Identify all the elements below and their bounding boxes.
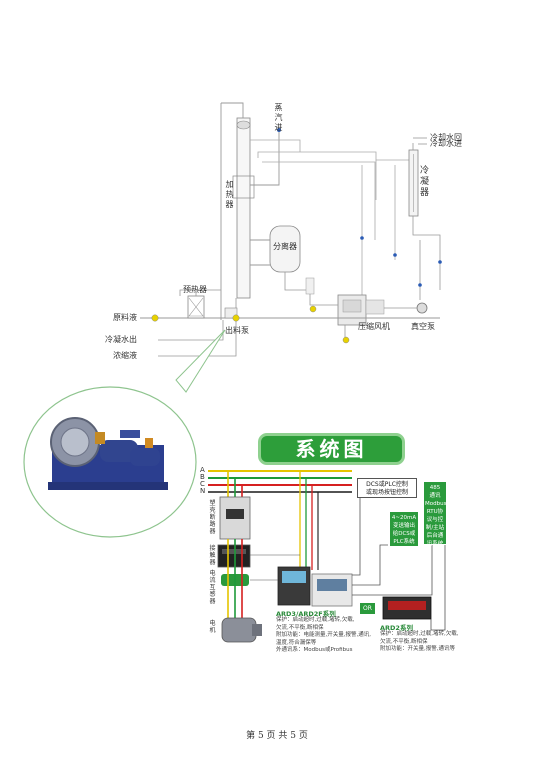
communication-box: 485 通讯 Modbus RTU协 议与控 制/主站 后台通 讯系统 bbox=[424, 482, 447, 547]
breaker-label: 塑壳断路器 bbox=[209, 500, 216, 535]
compressor-machine-illustration bbox=[48, 417, 168, 490]
analog-output-text: 4~20mA 变送输出 给DCS或 PLC系统 bbox=[391, 515, 417, 545]
cooling-water-return-label: 冷却水回 bbox=[430, 133, 462, 142]
page-footer: 第 5 页 共 5 页 bbox=[246, 731, 308, 741]
ard2-series-desc: 保护：启动超时,过载,堵转,欠载, 欠流,不平衡,断相保 附加功能：开关量,报警… bbox=[380, 631, 459, 652]
steam-in-label: 蒸汽进 bbox=[274, 103, 283, 132]
phase-b-label: B bbox=[200, 473, 205, 481]
ard3-series-desc: 保护：启动超时,过载,堵转,欠载, 欠流,不平衡,断相保 附加功能：电能测量,开… bbox=[276, 617, 371, 653]
phase-a-label: A bbox=[200, 466, 205, 474]
compressor-label: 压缩风机 bbox=[358, 322, 390, 331]
preheater-label: 预热器 bbox=[183, 285, 207, 294]
condensate-out-label: 冷凝水出 bbox=[105, 335, 137, 344]
dcs-control-box: DCS或PLC控制 或现场按钮控制 bbox=[357, 478, 417, 498]
motor-label: 电机 bbox=[209, 620, 216, 634]
ard3-series-title: ARD3/ARD2F系列 bbox=[276, 610, 336, 618]
vacuum-pump-label: 真空泵 bbox=[411, 322, 435, 331]
or-badge: OR bbox=[360, 603, 375, 614]
concentrate-label: 浓缩液 bbox=[113, 351, 137, 360]
raw-liquid-label: 原料液 bbox=[113, 313, 137, 322]
system-diagram-title: 系统图 bbox=[258, 433, 405, 465]
condenser-label: 冷凝器 bbox=[420, 166, 430, 198]
communication-text: 485 通讯 Modbus RTU协 议与控 制/主站 后台通 讯系统 bbox=[425, 485, 447, 547]
ard2-series-title: ARD2系列 bbox=[380, 624, 413, 632]
phase-n-label: N bbox=[200, 487, 206, 495]
analog-output-box: 4~20mA 变送输出 给DCS或 PLC系统 bbox=[390, 512, 418, 546]
discharge-pump-label: 出料泵 bbox=[225, 326, 249, 335]
contactor-label: 接触器 bbox=[209, 545, 216, 566]
ct-label: 电流互感器 bbox=[209, 570, 216, 605]
separator-label: 分离器 bbox=[273, 242, 297, 251]
dcs-control-text: DCS或PLC控制 或现场按钮控制 bbox=[365, 481, 408, 496]
phase-c-label: C bbox=[200, 480, 205, 488]
heater-label: 加热器 bbox=[225, 180, 234, 209]
cooling-water-in-label: 冷却水进 bbox=[430, 139, 462, 148]
